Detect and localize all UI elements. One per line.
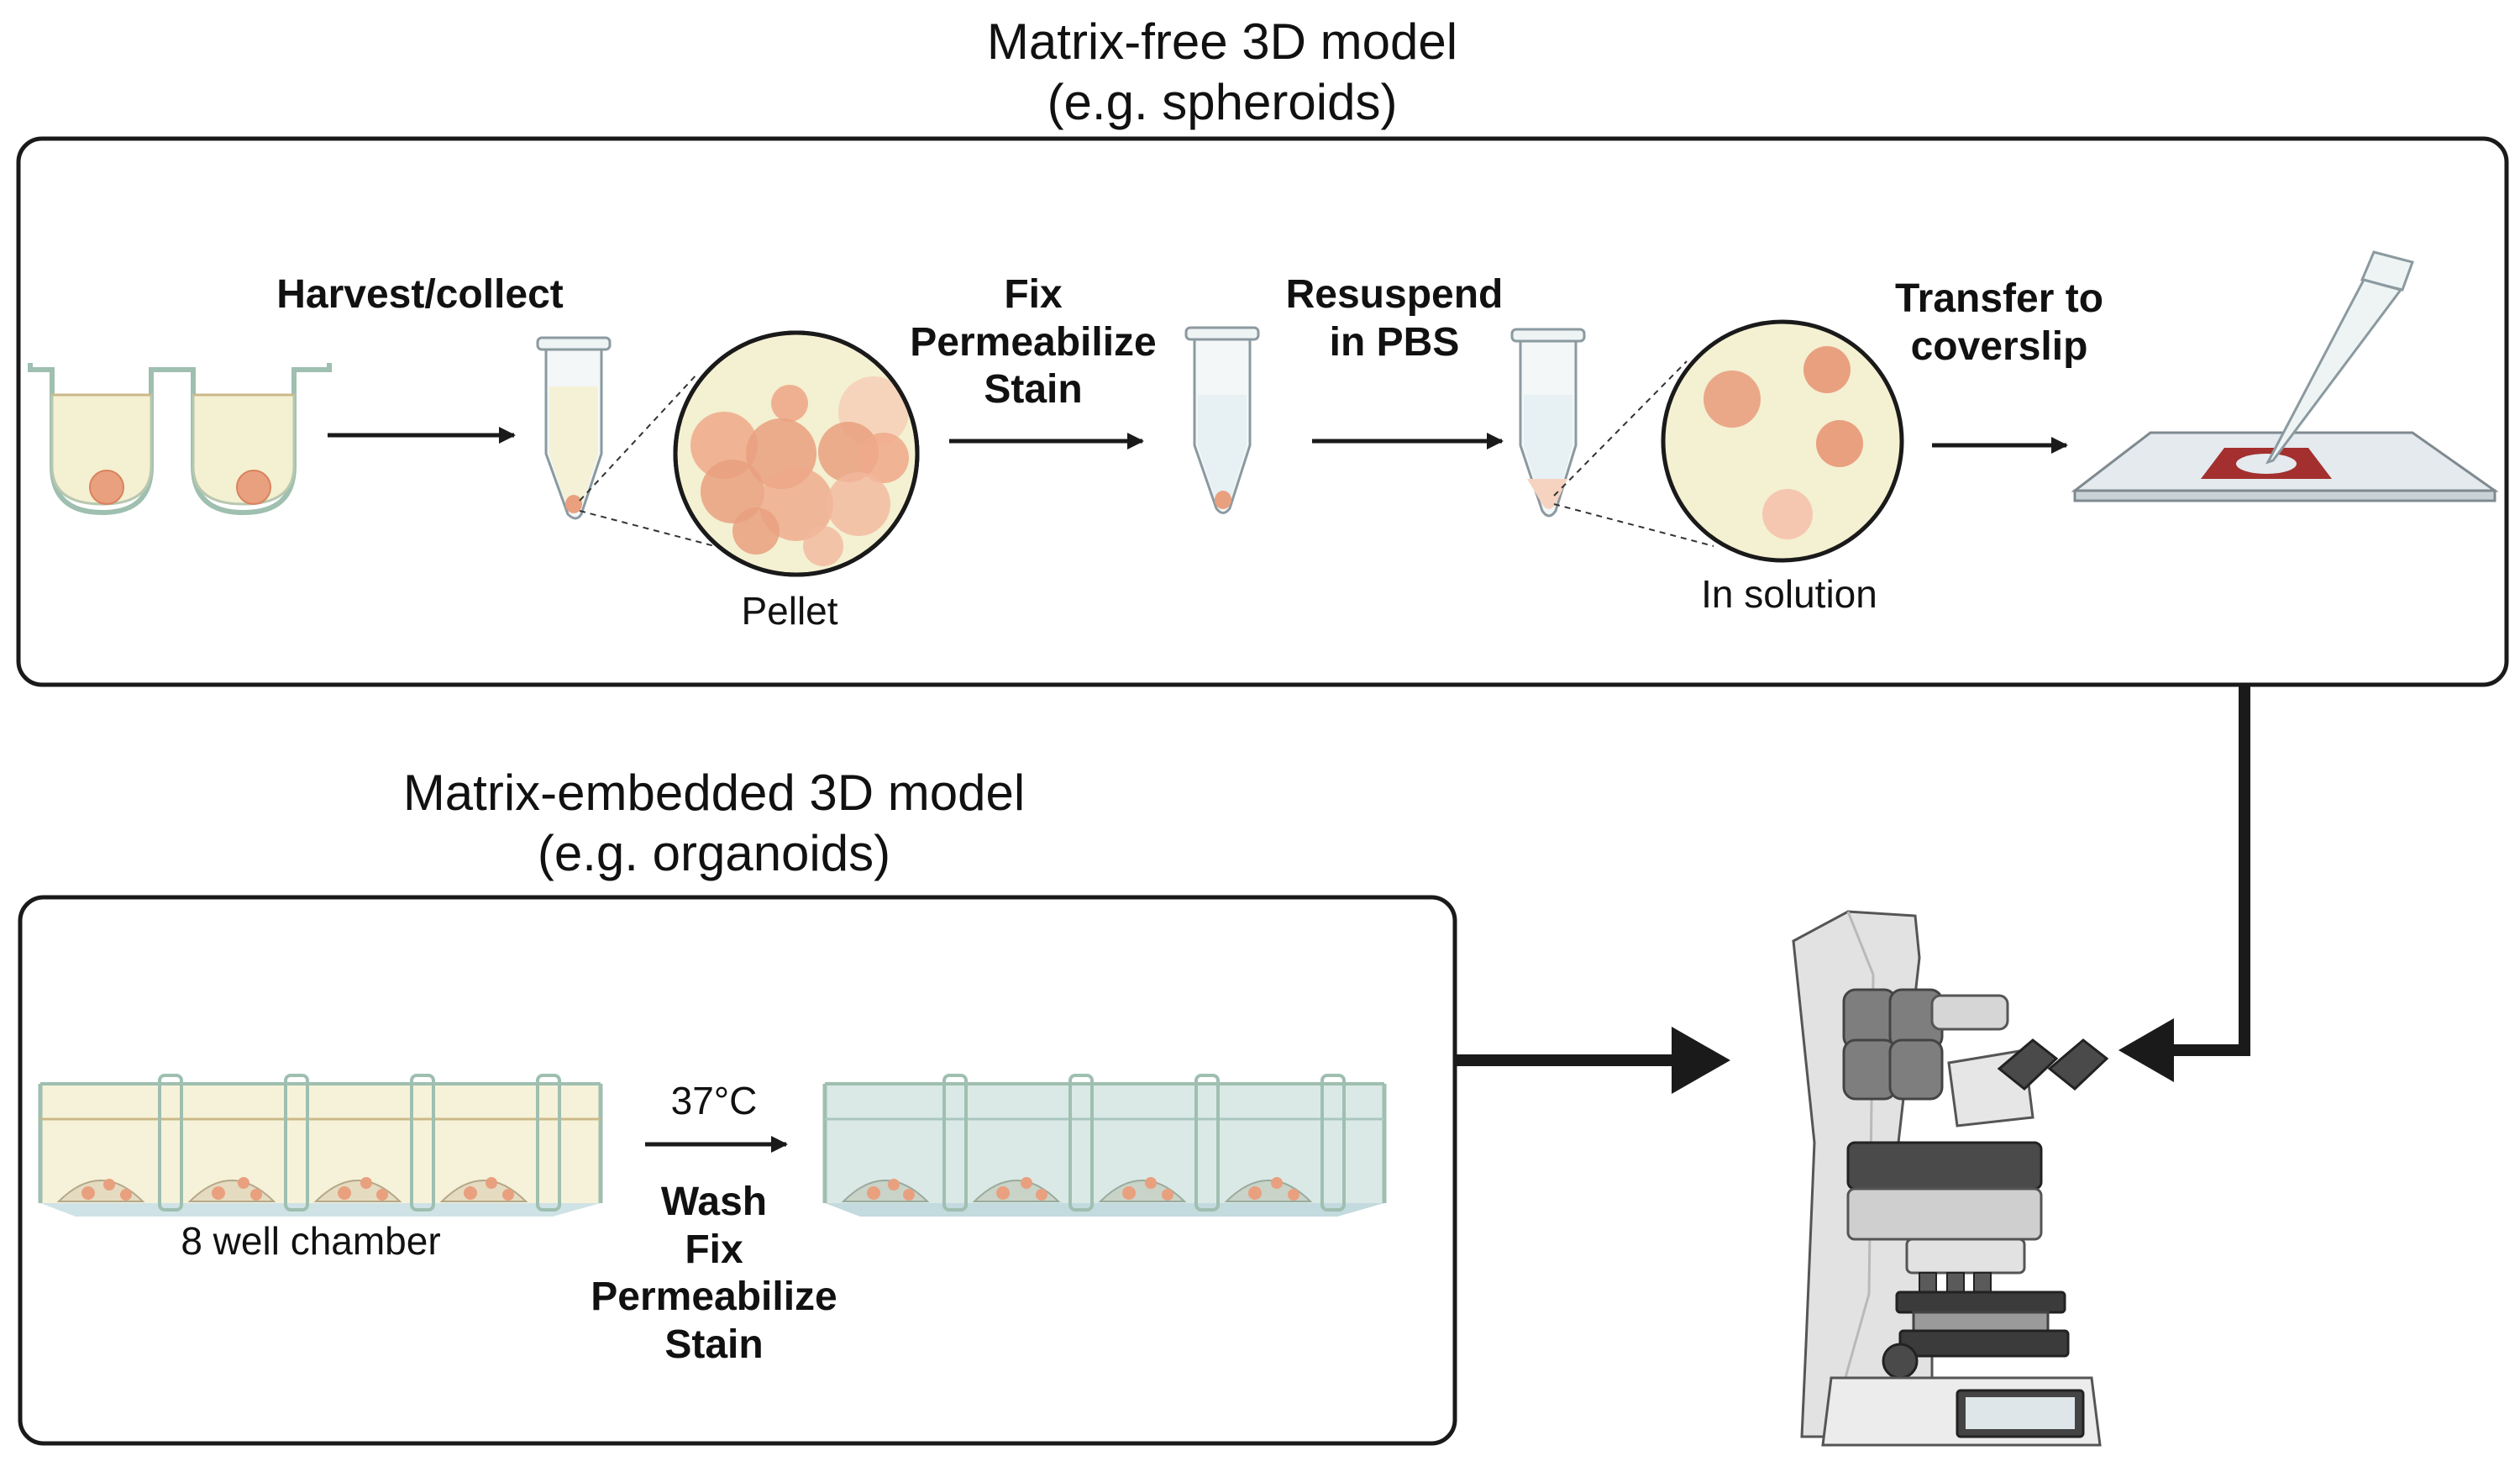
spheroid bbox=[89, 470, 124, 505]
spheroid bbox=[236, 470, 271, 505]
matrix-embedded-panel bbox=[18, 895, 1457, 1446]
microtube-icon bbox=[1184, 326, 1260, 514]
title-line-1: Matrix-embedded 3D model bbox=[402, 765, 1026, 821]
fix-text: Fix bbox=[1004, 272, 1063, 317]
microtube-icon bbox=[1510, 328, 1586, 518]
step-fix-permeabilize-stain-label: Fix Permeabilize Stain bbox=[890, 271, 1176, 414]
pipette-icon bbox=[2265, 250, 2414, 465]
u-bottom-plate-icon bbox=[28, 363, 332, 516]
harvest-text: Harvest/collect bbox=[276, 272, 564, 317]
title-line-2: (e.g. organoids) bbox=[537, 825, 891, 881]
in-pbs-text: in PBS bbox=[1329, 319, 1460, 365]
wash-text: Wash bbox=[660, 1180, 768, 1224]
title-line-2: (e.g. spheroids) bbox=[1047, 74, 1398, 130]
arrow-head bbox=[2118, 1018, 2174, 1082]
temperature-label: 37°C bbox=[670, 1079, 758, 1122]
arrow-head bbox=[1672, 1027, 1730, 1094]
title-line-1: Matrix-free 3D model bbox=[986, 13, 1458, 70]
in-solution-caption: In solution bbox=[1701, 572, 1877, 616]
microtube-icon bbox=[536, 336, 612, 520]
matrix-free-title: Matrix-free 3D model (e.g. spheroids) bbox=[886, 12, 1558, 133]
permeabilize-text: Permeabilize bbox=[591, 1275, 837, 1320]
stain-text: Stain bbox=[984, 367, 1083, 413]
matrix-embedded-title: Matrix-embedded 3D model (e.g. organoids… bbox=[336, 763, 1092, 884]
transfer-text: Transfer to bbox=[1894, 276, 2104, 321]
zoom-line bbox=[579, 510, 732, 551]
8-well-chamber-icon bbox=[38, 1074, 603, 1217]
arrow-free-to-microscope bbox=[2166, 685, 2250, 1056]
coverslip-text: coverslip bbox=[1910, 323, 2088, 369]
step-transfer-label: Transfer to coverslip bbox=[1865, 276, 2134, 371]
chamber-caption: 8 well chamber bbox=[181, 1219, 441, 1263]
step-harvest-label: Harvest/collect bbox=[252, 271, 588, 319]
fix-text: Fix bbox=[685, 1227, 743, 1272]
zoom-line bbox=[579, 373, 698, 502]
magnified-solution-icon bbox=[1661, 319, 1904, 563]
step-wash-fix-permeabilize-stain-label: Wash Fix Permeabilize Stain bbox=[571, 1179, 857, 1369]
stain-text: Stain bbox=[664, 1322, 764, 1367]
step-resuspend-label: Resuspend in PBS bbox=[1268, 271, 1520, 366]
matrix-free-panel bbox=[16, 136, 2509, 687]
glass-slide-icon bbox=[2071, 431, 2499, 502]
permeabilize-text: Permeabilize bbox=[910, 319, 1157, 365]
magnified-pellet-icon bbox=[673, 330, 920, 577]
8-well-chamber-icon bbox=[822, 1074, 1387, 1217]
zoom-line bbox=[1553, 503, 1714, 547]
resuspend-text: Resuspend bbox=[1285, 272, 1504, 317]
pellet-caption: Pellet bbox=[741, 589, 838, 633]
zoom-line bbox=[1553, 360, 1688, 497]
fluorescence-microscope-icon bbox=[1792, 910, 2109, 1447]
